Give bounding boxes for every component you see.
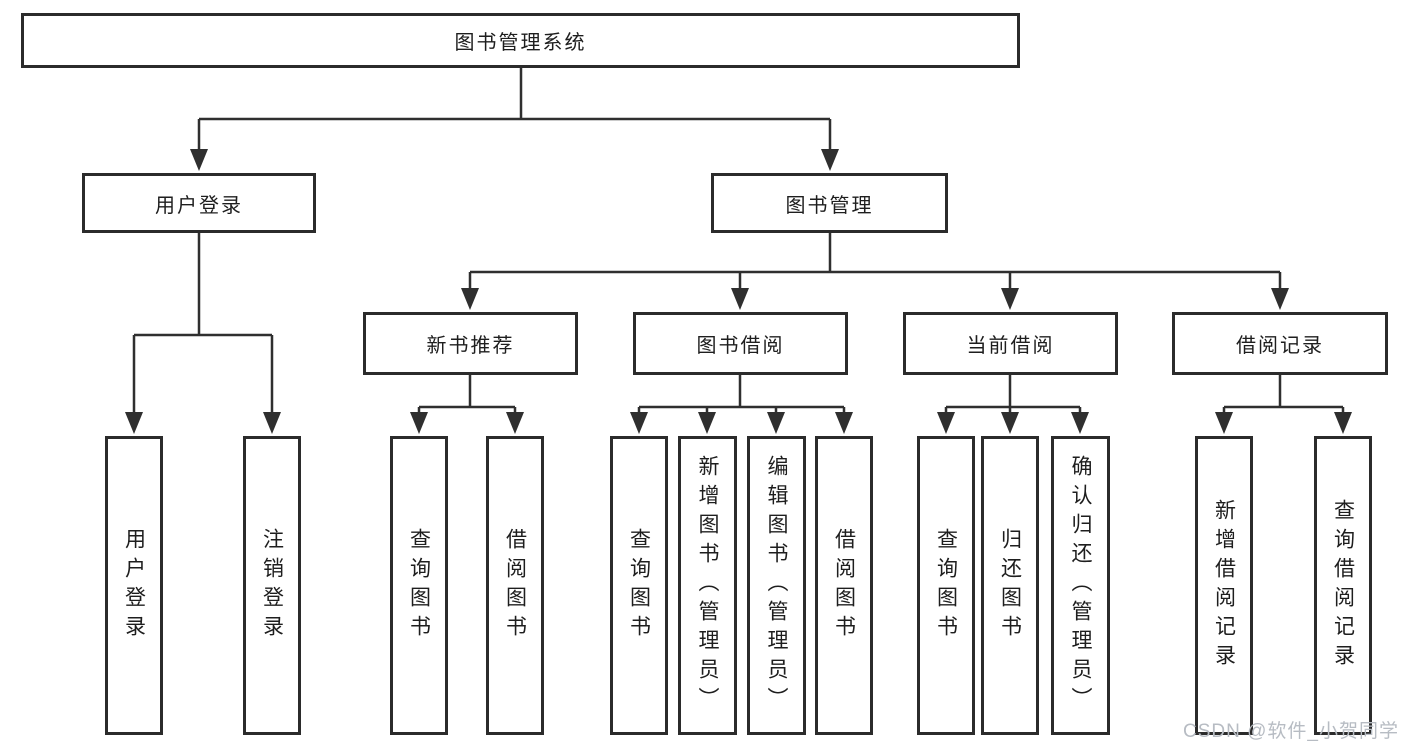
leaf-user-login: 用户登录 [105, 436, 163, 735]
leaf-borrow-books: 借阅图书 [815, 436, 873, 735]
node-book-borrowing: 图书借阅 [633, 312, 848, 375]
leaf-query-books-current: 查询图书 [917, 436, 975, 735]
node-library-management-system: 图书管理系统 [21, 13, 1020, 68]
node-borrowing-records: 借阅记录 [1172, 312, 1388, 375]
leaf-return-books: 归还图书 [981, 436, 1039, 735]
leaf-edit-books-admin: 编辑图书（管理员） [747, 436, 806, 735]
leaf-query-borrow-record: 查询借阅记录 [1314, 436, 1372, 735]
node-book-management: 图书管理 [711, 173, 948, 233]
leaf-query-books-recommend: 查询图书 [390, 436, 448, 735]
node-new-book-recommendation: 新书推荐 [363, 312, 578, 375]
arrowheads [125, 149, 1352, 434]
csdn-watermark: CSDN @软件_小贺同学 [1183, 721, 1399, 742]
leaf-borrow-books-recommend: 借阅图书 [486, 436, 544, 735]
leaf-add-books-admin: 新增图书（管理员） [678, 436, 737, 735]
leaf-query-books-borrowing: 查询图书 [610, 436, 668, 735]
leaf-add-borrow-record: 新增借阅记录 [1195, 436, 1253, 735]
node-current-borrowing: 当前借阅 [903, 312, 1118, 375]
leaf-confirm-return-admin: 确认归还（管理员） [1051, 436, 1110, 735]
leaf-logout: 注销登录 [243, 436, 301, 735]
node-user-login: 用户登录 [82, 173, 316, 233]
